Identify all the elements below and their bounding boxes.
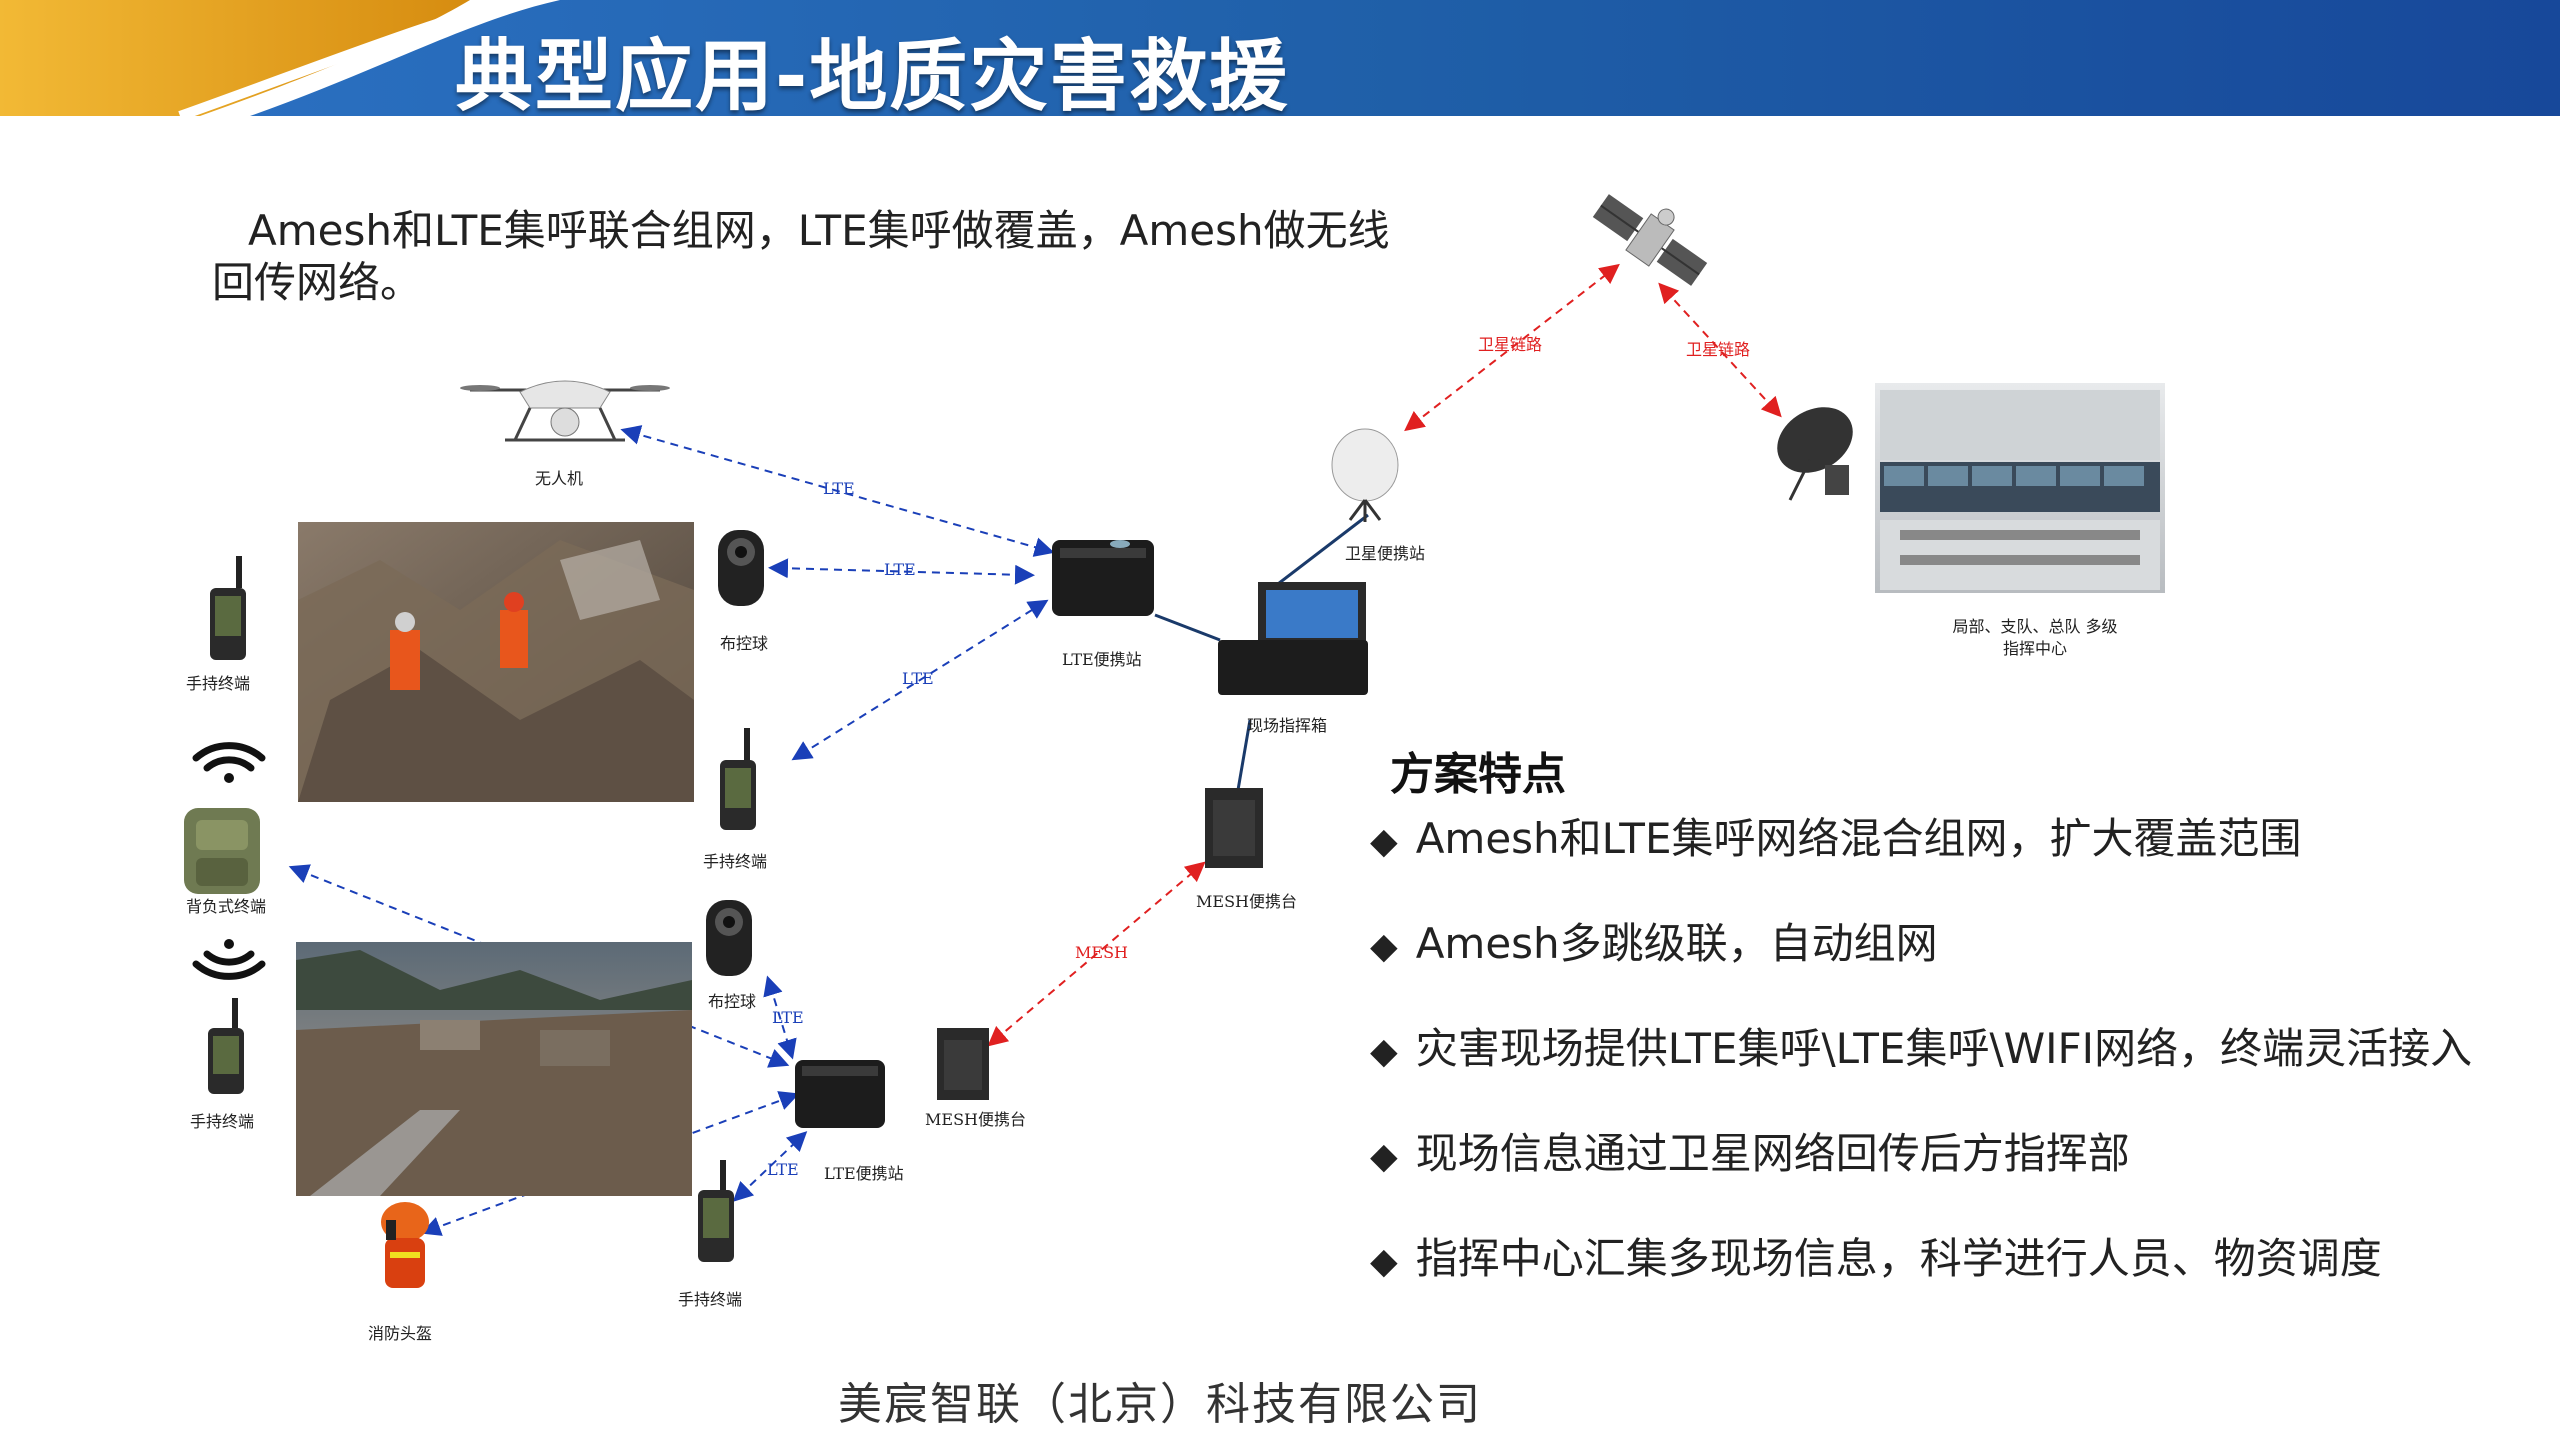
label-handheld-4: 手持终端 xyxy=(678,1290,743,1309)
label-backpack: 背负式终端 xyxy=(186,897,267,916)
backpack-icon xyxy=(184,808,260,894)
mesh-station-icon-1 xyxy=(1205,788,1263,868)
label-handheld-2: 手持终端 xyxy=(190,1112,255,1131)
page-title: 典型应用-地质灾害救援 xyxy=(455,32,1290,116)
intro-text: Amesh和LTE集呼联合组网，LTE集呼做覆盖，Amesh做无线回传网络。 xyxy=(212,206,1390,307)
label-lte-station-1: LTE便携站 xyxy=(1062,650,1142,669)
dish-antenna-icon xyxy=(1777,407,1853,501)
command-center-photo xyxy=(1875,383,2165,593)
lte-station-icon-1 xyxy=(1052,540,1154,616)
label-helmet: 消防头盔 xyxy=(368,1324,433,1343)
link-mesh xyxy=(987,861,1206,1047)
handheld-icon-3 xyxy=(720,728,756,830)
label-lte-station-2: LTE便携站 xyxy=(824,1164,904,1183)
diamond-bullet-icon: ◆ xyxy=(1370,1136,1398,1177)
label-dome-cam-2: 布控球 xyxy=(708,992,757,1011)
label-command-center: 局部、支队、总队 多级指挥中心 xyxy=(1952,617,2118,658)
label-handheld-3: 手持终端 xyxy=(703,852,768,871)
label-dome-cam-1: 布控球 xyxy=(720,634,769,653)
sat-station-icon xyxy=(1331,428,1399,522)
wifi-icon-inverted xyxy=(192,939,266,980)
wifi-icon xyxy=(192,742,266,783)
lte-label: LTE xyxy=(823,479,855,498)
sat-link-label: 卫星链路 xyxy=(1478,335,1542,354)
red-links xyxy=(987,263,1782,1047)
diamond-bullet-icon: ◆ xyxy=(1370,1241,1398,1282)
feature-item: ◆指挥中心汇集多现场信息，科学进行人员、物资调度 xyxy=(1370,1234,2382,1283)
satellite-icon xyxy=(1592,194,1708,286)
handheld-icon-2 xyxy=(208,998,244,1094)
handheld-icon-1 xyxy=(210,556,246,660)
drone-icon xyxy=(460,380,670,442)
lte-label: LTE xyxy=(767,1160,799,1179)
field-box-icon xyxy=(1218,582,1368,695)
cables xyxy=(1154,513,1369,791)
lte-label: LTE xyxy=(772,1008,804,1027)
mesh-station-icon-2 xyxy=(937,1028,989,1100)
link-sat-left xyxy=(1404,263,1620,432)
link-handheld-lte xyxy=(791,599,1049,761)
diamond-bullet-icon: ◆ xyxy=(1370,821,1398,862)
disaster-photo-1 xyxy=(298,522,694,802)
link-drone-lte xyxy=(620,425,1055,557)
helmet-icon xyxy=(381,1202,429,1288)
lte-station-icon-2 xyxy=(795,1060,885,1128)
header-banner: 典型应用-地质灾害救援 xyxy=(0,0,2560,116)
company-footer: 美宸智联（北京）科技有限公司 xyxy=(838,1379,1482,1430)
mesh-label: MESH xyxy=(1075,943,1128,962)
header-background xyxy=(0,0,2560,116)
diamond-bullet-icon: ◆ xyxy=(1370,1031,1398,1072)
link-cam2-lte2 xyxy=(763,975,797,1060)
dome-camera-icon-1 xyxy=(718,530,764,606)
label-sat-station: 卫星便携站 xyxy=(1345,544,1426,563)
handheld-icon-4 xyxy=(698,1160,734,1262)
sat-link-label: 卫星链路 xyxy=(1686,340,1750,359)
features-panel: 方案特点 ◆Amesh和LTE集呼网络混合组网，扩大覆盖范围 ◆Amesh多跳级… xyxy=(1370,738,2510,1337)
lte-label: LTE xyxy=(884,560,916,579)
label-mesh-2: MESH便携台 xyxy=(925,1110,1026,1129)
features-title: 方案特点 xyxy=(1390,749,1566,800)
lte-label: LTE xyxy=(902,669,934,688)
label-handheld-1: 手持终端 xyxy=(186,674,251,693)
label-mesh-1: MESH便携台 xyxy=(1196,892,1297,911)
feature-item: ◆灾害现场提供LTE集呼\LTE集呼\WIFI网络，终端灵活接入 xyxy=(1370,1024,2473,1073)
feature-item: ◆Amesh多跳级联，自动组网 xyxy=(1370,919,1938,968)
dome-camera-icon-2 xyxy=(706,900,752,976)
label-field-box: 现场指挥箱 xyxy=(1247,716,1328,735)
label-drone: 无人机 xyxy=(535,469,584,488)
feature-item: ◆现场信息通过卫星网络回传后方指挥部 xyxy=(1370,1129,2130,1178)
disaster-photo-2 xyxy=(296,942,692,1196)
feature-item: ◆Amesh和LTE集呼网络混合组网，扩大覆盖范围 xyxy=(1370,814,2302,863)
link-helmet-lte2 xyxy=(420,1091,800,1236)
diamond-bullet-icon: ◆ xyxy=(1370,926,1398,967)
